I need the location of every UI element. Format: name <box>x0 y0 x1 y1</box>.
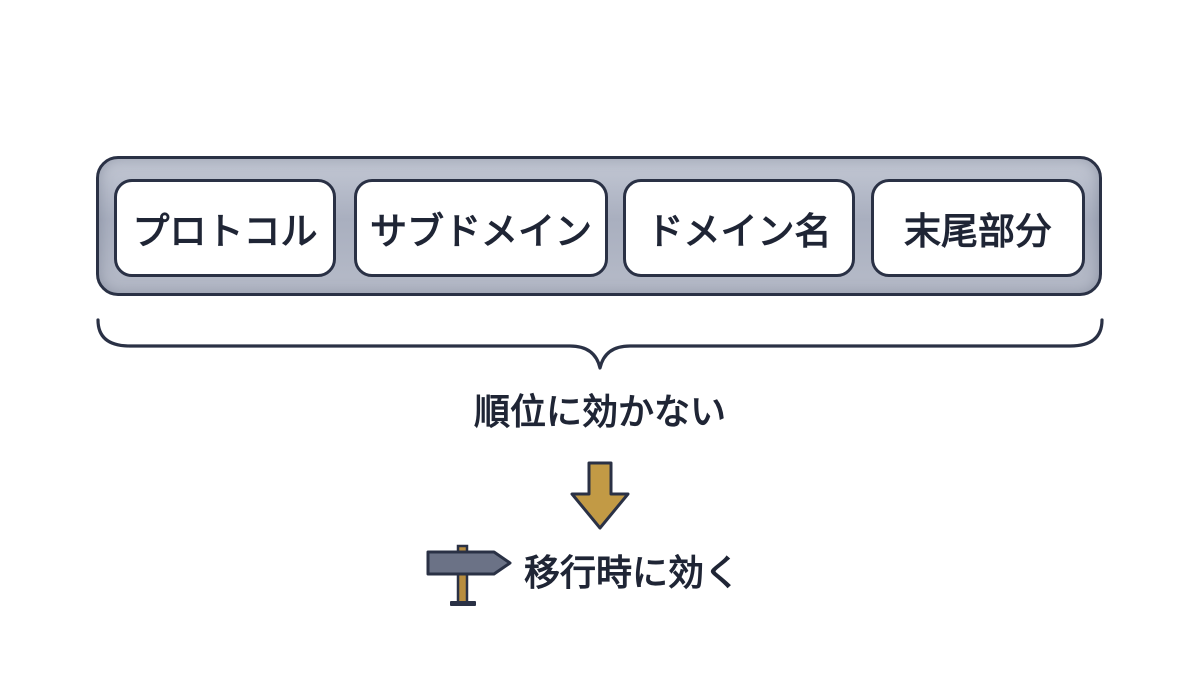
segment-protocol-label: プロトコル <box>132 210 318 253</box>
migration-row: 移行時に効く <box>420 538 800 610</box>
segment-tld-label: 末尾部分 <box>904 210 1052 253</box>
url-bar: プロトコル サブドメイン ドメイン名 末尾部分 <box>96 156 1102 296</box>
segment-subdomain: サブドメイン <box>354 179 608 277</box>
segment-protocol: プロトコル <box>114 179 336 277</box>
segment-subdomain-label: サブドメイン <box>370 210 592 253</box>
signpost-icon <box>426 544 512 606</box>
curly-brace-icon <box>96 318 1104 370</box>
segment-domain-name-label: ドメイン名 <box>646 210 832 253</box>
down-arrow-icon <box>570 461 630 530</box>
caption-not-ranking-factor: 順位に効かない <box>473 392 726 433</box>
segment-domain-name: ドメイン名 <box>623 179 855 277</box>
segment-tld: 末尾部分 <box>871 179 1085 277</box>
caption-effective-at-migration: 移行時に効く <box>524 553 741 594</box>
